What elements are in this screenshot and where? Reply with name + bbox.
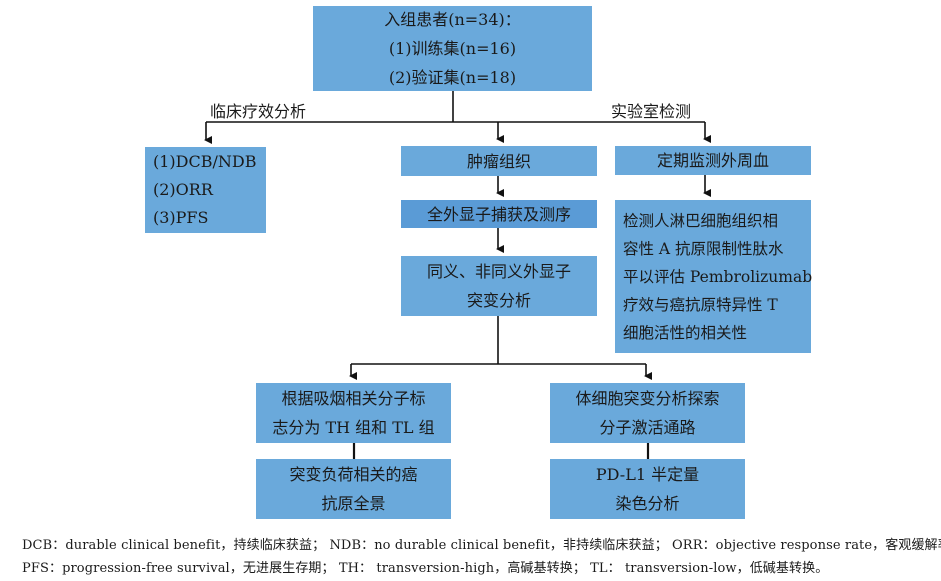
smoking-signature-box: 根据吸烟相关分子标 志分为 TH 组和 TL 组 (256, 383, 451, 443)
somatic-mutation-box: 体细胞突变分析探索 分子激活通路 (550, 383, 745, 443)
hla-line-4: 疗效与癌抗原特异性 T (623, 295, 778, 314)
mutation-line-2: 突变分析 (466, 291, 531, 310)
pdl1-line-2: 染色分析 (615, 494, 680, 513)
mutation-line-1: 同义、非同义外显子 (426, 262, 571, 281)
clinical-analysis-label: 临床疗效分析 (210, 102, 307, 121)
footnote-line-1: DCB：durable clinical benefit，持续临床获益； NDB… (22, 538, 941, 553)
hla-line-1: 检测人淋巴细胞组织相 (623, 211, 779, 230)
mutation-analysis-box: 同义、非同义外显子 突变分析 (401, 256, 597, 316)
enrolled-total: 入组患者(n=34)： (384, 10, 521, 29)
tmb-line-2: 抗原全景 (321, 494, 386, 513)
lab-testing-label: 实验室检测 (611, 102, 692, 121)
enrolled-patients-box: 入组患者(n=34)： (1)训练集(n=16) (2)验证集(n=18) (313, 6, 592, 91)
footnote-line-2: PFS：progression-free survival，无进展生存期； TH… (22, 561, 829, 576)
pdl1-staining-box: PD-L1 半定量 染色分析 (550, 459, 745, 519)
somatic-line-2: 分子激活通路 (599, 418, 696, 437)
validation-set: (2)验证集(n=18) (388, 68, 517, 87)
tumor-tissue-text: 肿瘤组织 (466, 151, 531, 171)
pdl1-line-1: PD-L1 半定量 (595, 465, 700, 484)
hla-line-3: 平以评估 Pembrolizumab (623, 267, 813, 286)
smoking-line-1: 根据吸烟相关分子标 (281, 389, 426, 408)
tmb-line-1: 突变负荷相关的癌 (289, 465, 418, 484)
wes-text: 全外显子捕获及测序 (426, 204, 571, 224)
tumor-tissue-box: 肿瘤组织 (401, 146, 597, 176)
endpoint-pfs: (3)PFS (153, 208, 209, 227)
training-set: (1)训练集(n=16) (388, 39, 517, 58)
wes-box: 全外显子捕获及测序 (401, 200, 597, 228)
tmb-neoantigen-box: 突变负荷相关的癌 抗原全景 (256, 459, 451, 519)
smoking-line-2: 志分为 TH 组和 TL 组 (272, 418, 435, 437)
hla-line-5: 细胞活性的相关性 (623, 323, 748, 342)
endpoint-orr: (2)ORR (153, 180, 213, 199)
endpoint-dcb-ndb: (1)DCB/NDB (153, 152, 257, 171)
peripheral-blood-box: 定期监测外周血 (615, 146, 811, 175)
hla-assessment-box: 检测人淋巴细胞组织相 容性 A 抗原限制性肽水 平以评估 Pembrolizum… (615, 200, 813, 353)
somatic-line-1: 体细胞突变分析探索 (575, 389, 720, 408)
hla-line-2: 容性 A 抗原限制性肽水 (623, 239, 784, 258)
clinical-endpoints-box: (1)DCB/NDB (2)ORR (3)PFS (145, 147, 266, 233)
peripheral-blood-text: 定期监测外周血 (656, 151, 769, 170)
